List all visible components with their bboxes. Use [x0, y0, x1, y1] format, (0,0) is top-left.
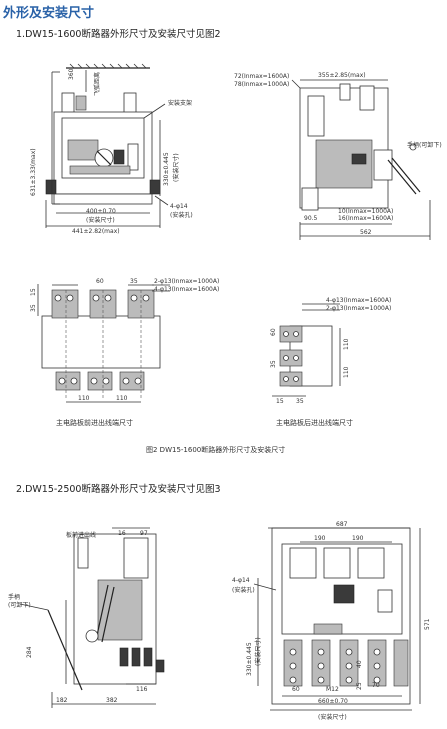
- dim-90-5: 90.5: [304, 215, 318, 222]
- caption-rear-terminals: 主电路板后进出线端尺寸: [276, 419, 353, 427]
- dim-hole-sub: (安装孔): [170, 212, 193, 219]
- note-d1: 4-φ13(Inmax=1600A): [326, 297, 392, 304]
- dim-mount-h: 330±0.445: [163, 152, 170, 186]
- dim-hole-f-sub: (安装孔): [232, 587, 255, 594]
- dim-mount-h-f: 330±0.445: [246, 642, 253, 676]
- dim-mount-w-sub: (安装尺寸): [86, 217, 115, 224]
- label-handle-b: 手柄(可卸下): [407, 142, 442, 149]
- label-bracket: 安装支架: [168, 100, 193, 107]
- dim-40: 40: [356, 660, 363, 668]
- dim-height: 631±3.33(max): [30, 148, 37, 196]
- dim-mount-h-sub: (安装尺寸): [173, 153, 180, 182]
- dim-97: 97: [140, 530, 148, 537]
- dim-35-d: 35: [270, 360, 277, 368]
- note-10: 10(Inmax=1000A): [338, 208, 394, 215]
- fig-f-front-view: [253, 527, 421, 711]
- dim-15-c: 15: [30, 288, 37, 296]
- dim-hole-f: 4-φ14: [232, 577, 250, 584]
- dim-35-c: 35: [130, 278, 138, 285]
- dim-depth: 355±2.85(max): [318, 72, 366, 79]
- note-72: 72(Inmax=1600A): [234, 73, 290, 80]
- dim-mount-h-f-sub: (安装尺寸): [255, 637, 262, 666]
- dim-hole: 4-φ14: [170, 203, 188, 210]
- section2-heading: 2.DW15-2500断路器外形尺寸及安装尺寸见图3: [16, 484, 221, 495]
- dim-25: 25: [356, 682, 363, 690]
- note-d2: 2-φ13(Inmax=1000A): [326, 305, 392, 312]
- figure2-caption: 图2 DW15-1600断路器外形尺寸及安装尺寸: [146, 446, 286, 454]
- fig-b-side-view: [291, 79, 431, 240]
- dim-562: 562: [360, 229, 372, 236]
- dim-mount-w-f-sub: (安装尺寸): [318, 714, 347, 721]
- dim-190-b: 190: [352, 535, 364, 542]
- dim-116: 116: [136, 686, 148, 693]
- fig-a-front-view: [45, 63, 169, 228]
- note-c1: 2-φ13(Inmax=1000A): [154, 278, 220, 285]
- note-78: 78(Inmax=1000A): [234, 81, 290, 88]
- dim-190-a: 190: [314, 535, 326, 542]
- label-handle-e: 手柄: [8, 594, 21, 601]
- note-16: 16(Inmax=1600A): [338, 215, 394, 222]
- dim-35-c-left: 35: [30, 304, 37, 312]
- dim-110-c-a: 110: [78, 395, 90, 402]
- dim-360: 360: [68, 68, 75, 80]
- dim-arc-label: 飞弧距离: [94, 71, 101, 96]
- dim-width: 441±2.82(max): [72, 228, 120, 235]
- dim-60-f: 60: [292, 686, 300, 693]
- dim-70: 70: [372, 682, 380, 689]
- dim-687: 687: [336, 521, 348, 528]
- caption-front-terminals: 主电路板前进出线端尺寸: [56, 419, 133, 427]
- label-m12: M12: [326, 686, 339, 693]
- dim-35-d-bottom: 35: [296, 398, 304, 405]
- section1-heading: 1.DW15-1600断路器外形尺寸及安装尺寸见图2: [16, 29, 221, 40]
- dim-110-c-b: 110: [116, 395, 128, 402]
- dim-284: 284: [26, 646, 33, 658]
- dim-110-d-a: 110: [343, 338, 350, 350]
- dim-182: 182: [56, 697, 68, 704]
- fig-c-front-terminals: [37, 284, 170, 403]
- note-c2: 4-φ13(Inmax=1600A): [154, 286, 220, 293]
- fig-d-rear-terminals: [272, 303, 341, 397]
- dim-571: 571: [424, 618, 431, 630]
- dim-mount-w: 400±0.70: [86, 208, 116, 215]
- dim-15-d: 15: [276, 398, 284, 405]
- dim-16: 16: [118, 530, 126, 537]
- label-front-wiring: 板前进出线: [66, 532, 97, 539]
- page-title: 外形及安装尺寸: [3, 6, 95, 21]
- dim-mount-w-f: 660±0.70: [318, 698, 348, 705]
- dim-60-c: 60: [96, 278, 104, 285]
- dim-110-d-b: 110: [343, 366, 350, 378]
- dim-382: 382: [106, 697, 118, 704]
- dim-60-d: 60: [270, 328, 277, 336]
- fig-e-side-view: [19, 527, 165, 708]
- label-handle-e-sub: (可卸下): [8, 602, 31, 609]
